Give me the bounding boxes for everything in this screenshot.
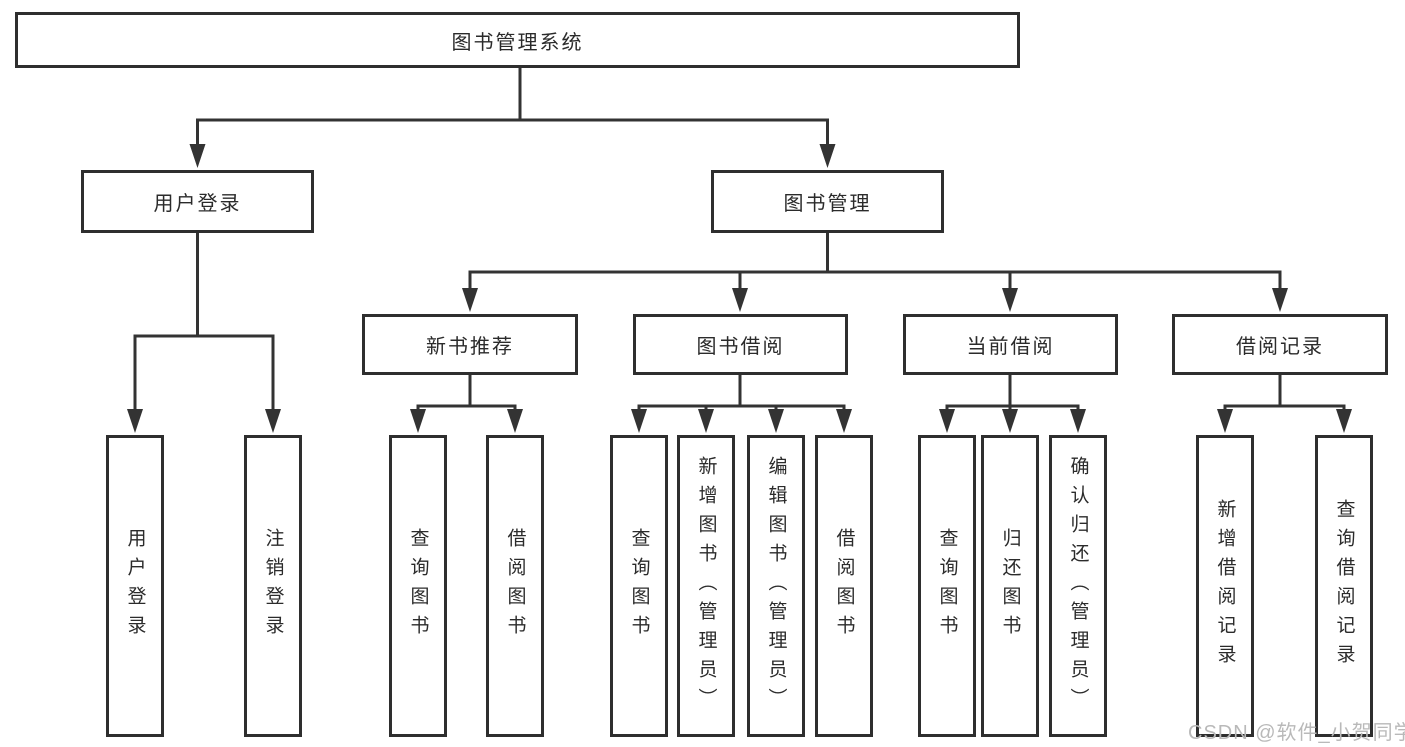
csdn-watermark: CSDN @软件_小贺同学 [1188,722,1405,744]
leaf-label: 确认归还（管理员） [1067,455,1089,717]
leaf-label: 新增图书（管理员） [695,455,717,717]
leaf-label: 查询图书 [628,528,650,644]
leaf-label: 归还图书 [999,528,1021,644]
leaf-label: 查询图书 [936,528,958,644]
leaf-label: 用户登录 [124,528,146,644]
node-borrowing-records: 借阅记录 [1172,314,1388,375]
leaf-label: 编辑图书（管理员） [765,455,787,717]
node-label: 当前借阅 [966,336,1055,358]
leaf-query-borrow-record: 查询借阅记录 [1315,435,1373,737]
node-library-system: 图书管理系统 [15,12,1020,68]
leaf-return-books: 归还图书 [981,435,1039,737]
leaf-label: 借阅图书 [833,528,855,644]
node-label: 图书管理系统 [451,31,584,54]
leaf-add-borrow-record: 新增借阅记录 [1196,435,1254,737]
node-label: 新书推荐 [426,336,514,358]
leaf-label: 查询借阅记录 [1333,499,1355,673]
leaf-label: 借阅图书 [504,528,526,644]
leaf-borrow-books-borrowing: 借阅图书 [815,435,873,737]
arrowheads [127,144,1352,433]
node-current-borrowing: 当前借阅 [903,314,1118,375]
tree-edges [133,68,1346,411]
node-user-login: 用户登录 [81,170,314,233]
node-label: 用户登录 [153,193,242,215]
leaf-query-books-recommend: 查询图书 [389,435,447,737]
node-book-management: 图书管理 [711,170,944,233]
leaf-add-books-admin: 新增图书（管理员） [677,435,735,737]
node-label: 图书借阅 [696,336,785,358]
node-book-borrowing: 图书借阅 [633,314,848,375]
leaf-query-books-current: 查询图书 [918,435,976,737]
leaf-edit-books-admin: 编辑图书（管理员） [747,435,805,737]
leaf-label: 注销登录 [262,528,284,644]
leaf-label: 新增借阅记录 [1214,499,1236,673]
node-label: 借阅记录 [1236,336,1324,358]
leaf-confirm-return-admin: 确认归还（管理员） [1049,435,1107,737]
node-label: 图书管理 [783,193,872,215]
leaf-borrow-books-recommend: 借阅图书 [486,435,544,737]
node-new-book-recommend: 新书推荐 [362,314,578,375]
leaf-query-books-borrowing: 查询图书 [610,435,668,737]
leaf-logout: 注销登录 [244,435,302,737]
leaf-user-login: 用户登录 [106,435,164,737]
leaf-label: 查询图书 [407,528,429,644]
